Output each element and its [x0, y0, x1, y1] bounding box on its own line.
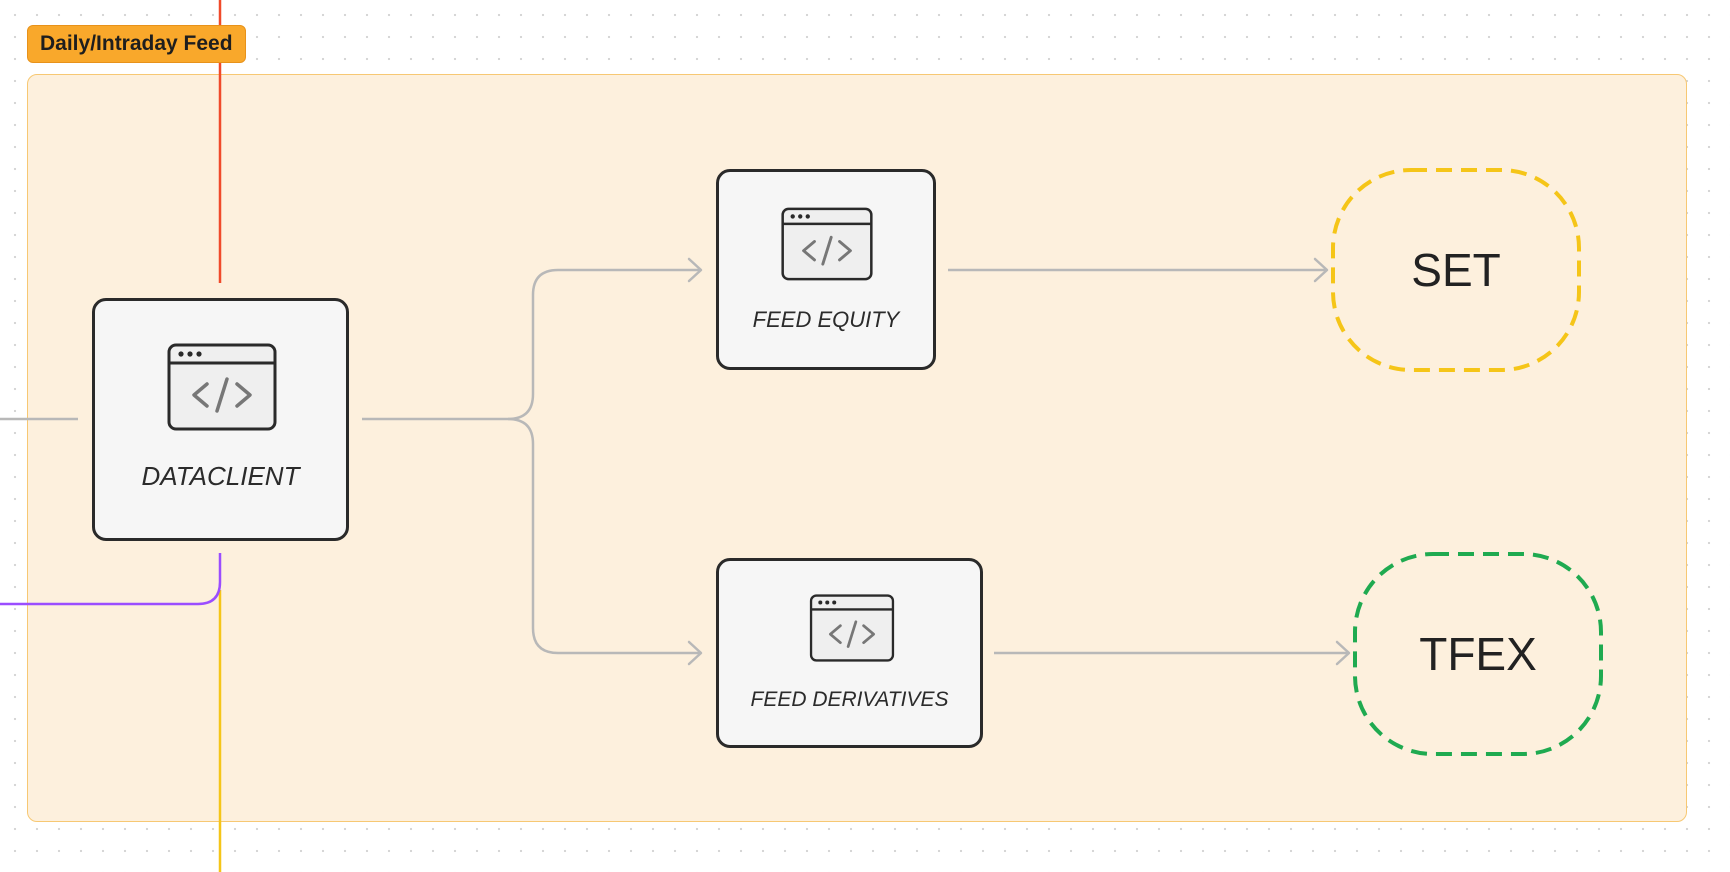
- edge-dataclient-to-feed-equity[interactable]: [362, 268, 700, 421]
- dashed-outline: [1331, 168, 1581, 372]
- tfex-label: TFEX: [1419, 628, 1537, 680]
- edge-dataclient-to-feed-derivatives[interactable]: [507, 417, 700, 655]
- node-feed-equity[interactable]: FEED EQUITY: [716, 169, 936, 370]
- code-window-icon: [809, 594, 895, 662]
- set-label: SET: [1411, 244, 1501, 296]
- feed-derivatives-label: FEED DERIVATIVES: [750, 688, 949, 711]
- arrowhead-tfex: [1335, 640, 1351, 666]
- node-dataclient[interactable]: DATACLIENT: [92, 298, 349, 541]
- code-window-icon: [781, 207, 873, 281]
- arrowhead-set: [1313, 257, 1329, 283]
- dashed-outline: [1353, 552, 1603, 756]
- purple-connector[interactable]: [0, 553, 222, 606]
- arrowhead-feed-derivatives: [687, 640, 703, 666]
- code-window-icon: [167, 343, 277, 431]
- dataclient-label: DATACLIENT: [141, 461, 300, 491]
- terminal-set[interactable]: SET: [1330, 167, 1582, 373]
- frame-title[interactable]: Daily/Intraday Feed: [27, 25, 246, 63]
- terminal-tfex[interactable]: TFEX: [1352, 551, 1604, 757]
- arrowhead-feed-equity: [687, 257, 703, 283]
- feed-equity-label: FEED EQUITY: [752, 307, 900, 332]
- node-feed-derivatives[interactable]: FEED DERIVATIVES: [716, 558, 983, 748]
